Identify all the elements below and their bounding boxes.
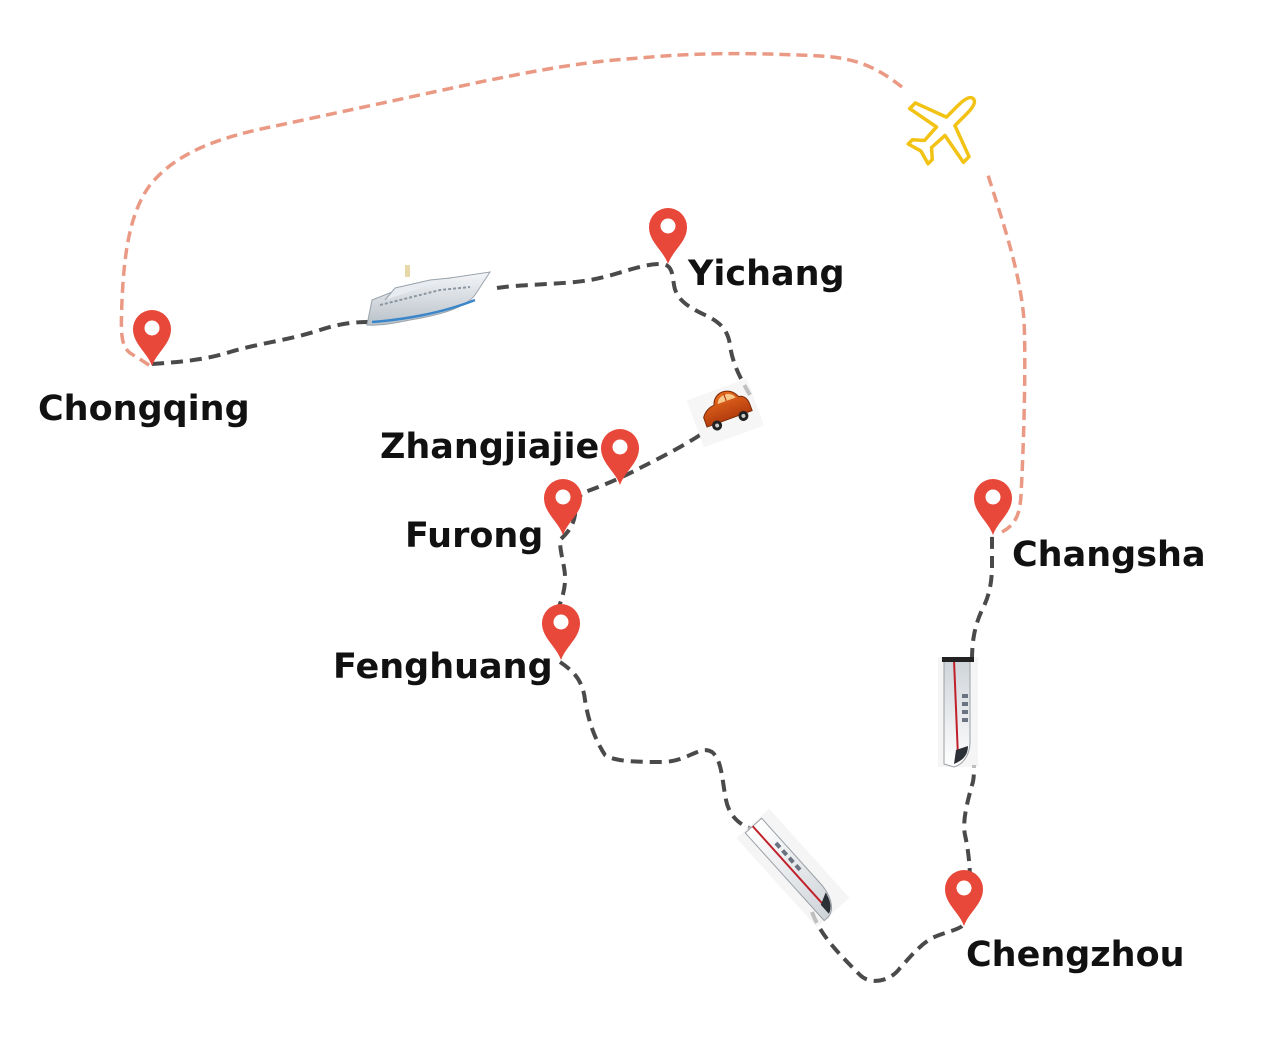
pin-chengzhou-icon[interactable] xyxy=(945,870,983,926)
pin-changsha-icon[interactable] xyxy=(974,479,1012,535)
city-label-fenghuang: Fenghuang xyxy=(333,647,553,687)
city-label-furong: Furong xyxy=(405,516,543,556)
pin-furong-icon[interactable] xyxy=(544,479,582,535)
train-route-2 xyxy=(810,911,964,983)
pin-chongqing-icon[interactable] xyxy=(133,310,171,366)
pin-yichang-icon[interactable] xyxy=(649,208,687,264)
high-speed-train-icon xyxy=(736,808,850,928)
airplane-icon xyxy=(906,95,977,166)
city-label-chengzhou: Chengzhou xyxy=(966,935,1185,975)
air-route-upper xyxy=(119,51,904,368)
cruise-ship-icon xyxy=(366,265,492,326)
city-label-yichang: Yichang xyxy=(687,254,845,294)
city-label-changsha: Changsha xyxy=(1012,535,1206,575)
city-label-zhangjiajie: Zhangjiajie xyxy=(380,427,599,467)
city-label-chongqing: Chongqing xyxy=(38,389,250,429)
cruise-route-2 xyxy=(496,262,752,397)
car-icon xyxy=(686,378,764,448)
train-route xyxy=(558,660,758,832)
high-speed-train-icon-2 xyxy=(938,657,978,768)
air-route xyxy=(986,174,1027,534)
pin-zhangjiajie-icon[interactable] xyxy=(601,429,639,485)
cruise-route xyxy=(151,320,369,366)
train-route-3 xyxy=(962,764,976,881)
train-route-4 xyxy=(970,535,994,661)
